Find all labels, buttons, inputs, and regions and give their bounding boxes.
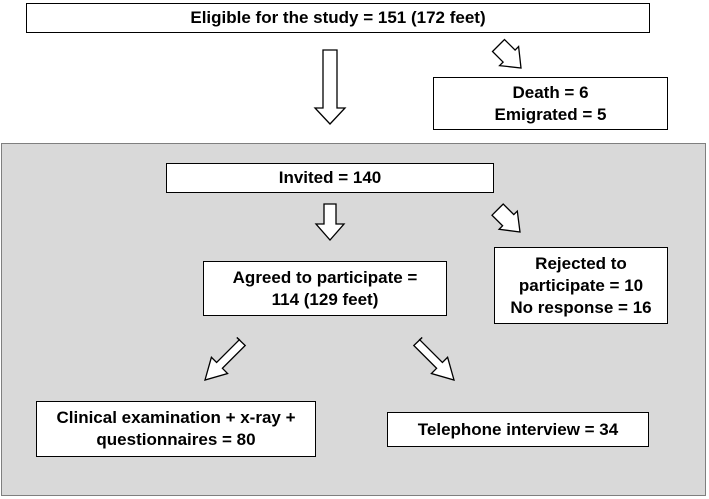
arrow-eligible-to-excluded bbox=[491, 38, 522, 69]
telephone-text: Telephone interview = 34 bbox=[417, 419, 619, 439]
agreed-label: Agreed to participate = bbox=[232, 267, 418, 287]
telephone-box: Telephone interview = 34 bbox=[387, 412, 649, 447]
eligible-text: Eligible for the study = 151 (172 feet) bbox=[190, 8, 486, 27]
invited-text: Invited = 140 bbox=[278, 168, 382, 187]
agreed-count: 114 (129 feet) bbox=[271, 289, 379, 309]
excluded-box: Death = 6 Emigrated = 5 bbox=[433, 77, 668, 130]
clinical-box: Clinical examination + x-ray + questionn… bbox=[36, 401, 316, 457]
arrow-down-eligible-to-invited bbox=[313, 49, 347, 125]
agreed-box: Agreed to participate = 114 (129 feet) bbox=[203, 261, 447, 316]
invited-box: Invited = 140 bbox=[166, 163, 494, 193]
clinical-count: questionnaires = 80 bbox=[96, 430, 256, 449]
no-response-count: No response = 16 bbox=[510, 297, 652, 317]
rejected-label: Rejected to bbox=[535, 253, 627, 273]
rejected-count: participate = 10 bbox=[518, 275, 644, 295]
rejected-box: Rejected to participate = 10 No response… bbox=[494, 247, 668, 324]
eligible-box: Eligible for the study = 151 (172 feet) bbox=[26, 3, 650, 33]
clinical-label: Clinical examination + x-ray + bbox=[56, 408, 296, 427]
excluded-emigrated-text: Emigrated = 5 bbox=[494, 104, 607, 124]
excluded-death-text: Death = 6 bbox=[512, 82, 589, 102]
